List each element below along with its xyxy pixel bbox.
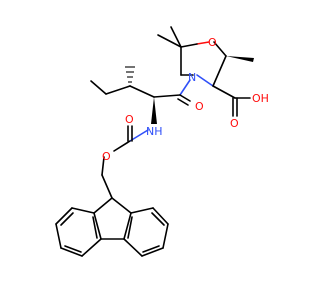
alpha-beta-bond xyxy=(129,85,155,98)
ch2-c9-bond xyxy=(101,174,113,199)
beta-gamma-bond xyxy=(105,85,131,95)
c5-methyl-wedge xyxy=(226,56,254,62)
n-carbonyl-bond xyxy=(179,79,191,96)
beta-methyl-hash xyxy=(125,66,135,83)
amide-co-bond-2 xyxy=(177,98,189,106)
ring-oxygen-label: O xyxy=(208,36,217,49)
alpha-nh-wedge xyxy=(151,97,157,124)
carbamate-oxygen-ester-label: O xyxy=(102,150,111,163)
gem-methyl-bond-1 xyxy=(157,34,182,48)
carbamate-oester-bond xyxy=(113,140,131,152)
oester-ch2-bond xyxy=(101,156,105,176)
carbamate-oxygen-double-label: O xyxy=(125,113,134,126)
carbonyl-alpha-bond xyxy=(153,94,181,98)
nh-carbamate-bond xyxy=(129,129,149,142)
gamma-delta-bond xyxy=(90,80,107,95)
acid-carbon-bond xyxy=(212,85,236,99)
amide-oxygen-label: O xyxy=(195,100,204,113)
ring-nitrogen-label: N xyxy=(188,71,196,84)
acid-oxygen-label: O xyxy=(230,117,239,130)
amine-label: NH xyxy=(146,125,163,138)
gem-methyl-bond-2 xyxy=(170,26,182,48)
fluorene-ring-system xyxy=(55,197,169,257)
oxazolidine-ring xyxy=(180,41,227,87)
molecule-structure: O N O O OH NH O O xyxy=(55,26,269,257)
acid-hydroxyl-label: OH xyxy=(252,92,269,105)
amide-co-bond-1 xyxy=(179,94,191,102)
